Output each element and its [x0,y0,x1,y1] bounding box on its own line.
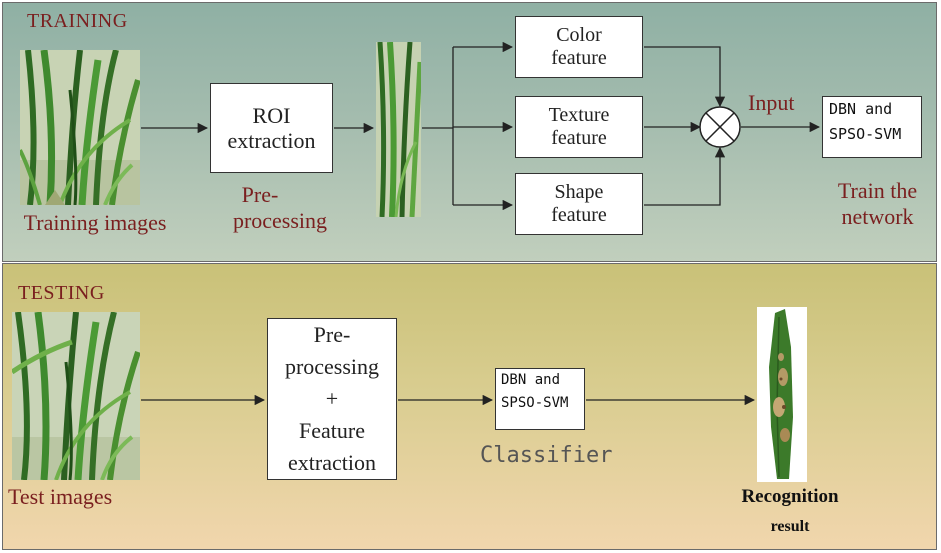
result-line1: Recognition [741,486,839,507]
test-process-line2: processing [284,354,380,380]
texture-feature-line2: feature [551,127,607,149]
test-process-line1: Pre- [313,322,351,348]
roi-box-line1: ROI [252,102,291,128]
test-process-line3: + [325,386,339,412]
training-model-line2: SPSO-SVM [829,124,902,143]
test-processing-box: Pre- processing + Feature extraction [267,318,397,480]
arrow-color-to-combine [644,46,726,108]
arrow-shape-to-combine [644,146,726,206]
roi-rice-image [376,42,421,217]
test-rice-image [12,312,140,480]
test-images-label: Test images [8,484,113,509]
color-feature-line2: feature [551,47,607,69]
testing-title: TESTING [18,282,105,304]
result-line2: result [770,518,810,536]
testing-model-line2: SPSO-SVM [501,395,569,412]
shape-feature-box: Shape feature [515,173,643,235]
testing-model-box: DBN and SPSO-SVM [495,368,585,430]
color-feature-line1: Color [556,24,602,46]
recognition-result-label: Recognition result [720,481,860,540]
training-rice-image [20,50,140,205]
test-process-line4: Feature [299,417,365,443]
color-feature-box: Color feature [515,16,643,78]
texture-feature-box: Texture feature [515,96,643,158]
shape-feature-line1: Shape [554,181,604,203]
diseased-leaf-image [757,307,807,482]
texture-feature-line1: Texture [548,104,610,126]
training-images-label: Training images [23,210,167,235]
training-panel [2,2,937,262]
combine-operator-icon [699,106,741,148]
training-model-box: DBN and SPSO-SVM [822,96,922,158]
preprocessing-label-line1: Pre- [241,182,279,207]
roi-extraction-box: ROI extraction [210,83,333,173]
training-model-line1: DBN and [829,100,893,118]
train-label-line2: network [841,204,914,230]
input-label: Input [748,90,795,115]
train-label-line1: Train the [837,178,918,203]
training-title: TRAINING [27,10,128,32]
classifier-label: Classifier [480,443,613,468]
train-network-label: Train the network [815,178,940,231]
test-process-line5: extraction [288,449,376,475]
preprocessing-label-line2: processing [232,208,328,234]
shape-feature-line2: feature [551,204,607,226]
preprocessing-label: Pre- processing [225,182,335,235]
roi-box-line2: extraction [227,128,316,153]
testing-model-line1: DBN and [501,372,561,388]
